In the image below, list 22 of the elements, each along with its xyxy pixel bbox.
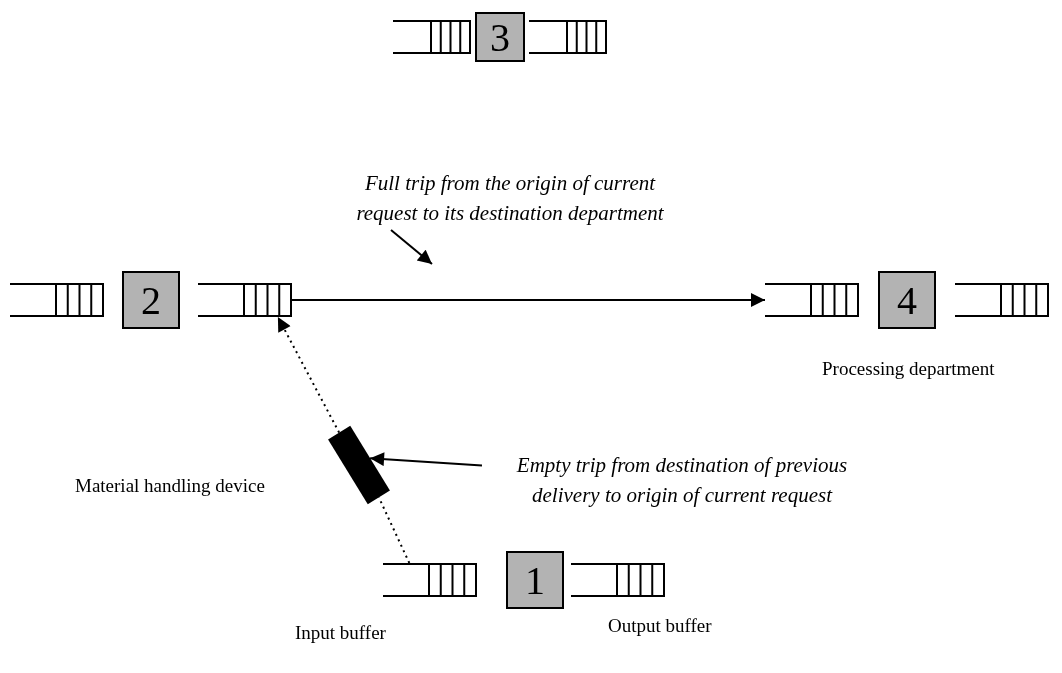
buffer-queue [393,20,471,54]
arrow [276,316,341,434]
department-box: 1 [506,551,564,609]
buffer-queue [10,283,104,317]
arrow [291,293,766,307]
buffer-queue [383,563,477,597]
department-label: Processing department [822,358,995,380]
buffer-queue [955,283,1049,317]
trip-note: Empty trip from destination of previous delivery to origin of current request [482,450,882,512]
buffer-queue [571,563,665,597]
buffer-queue [529,20,607,54]
buffer-queue [765,283,859,317]
department-box: 2 [122,271,180,329]
department-box: 4 [878,271,936,329]
trip-note: Full trip from the origin of current request to its destination department [335,168,685,230]
buffer-label: Output buffer [608,615,712,637]
buffer-label: Input buffer [295,622,386,644]
device-label: Material handling device [75,475,265,497]
buffer-queue [198,283,292,317]
department-box: 3 [475,12,525,62]
arrow [369,452,483,467]
leader-arrow [390,229,433,265]
